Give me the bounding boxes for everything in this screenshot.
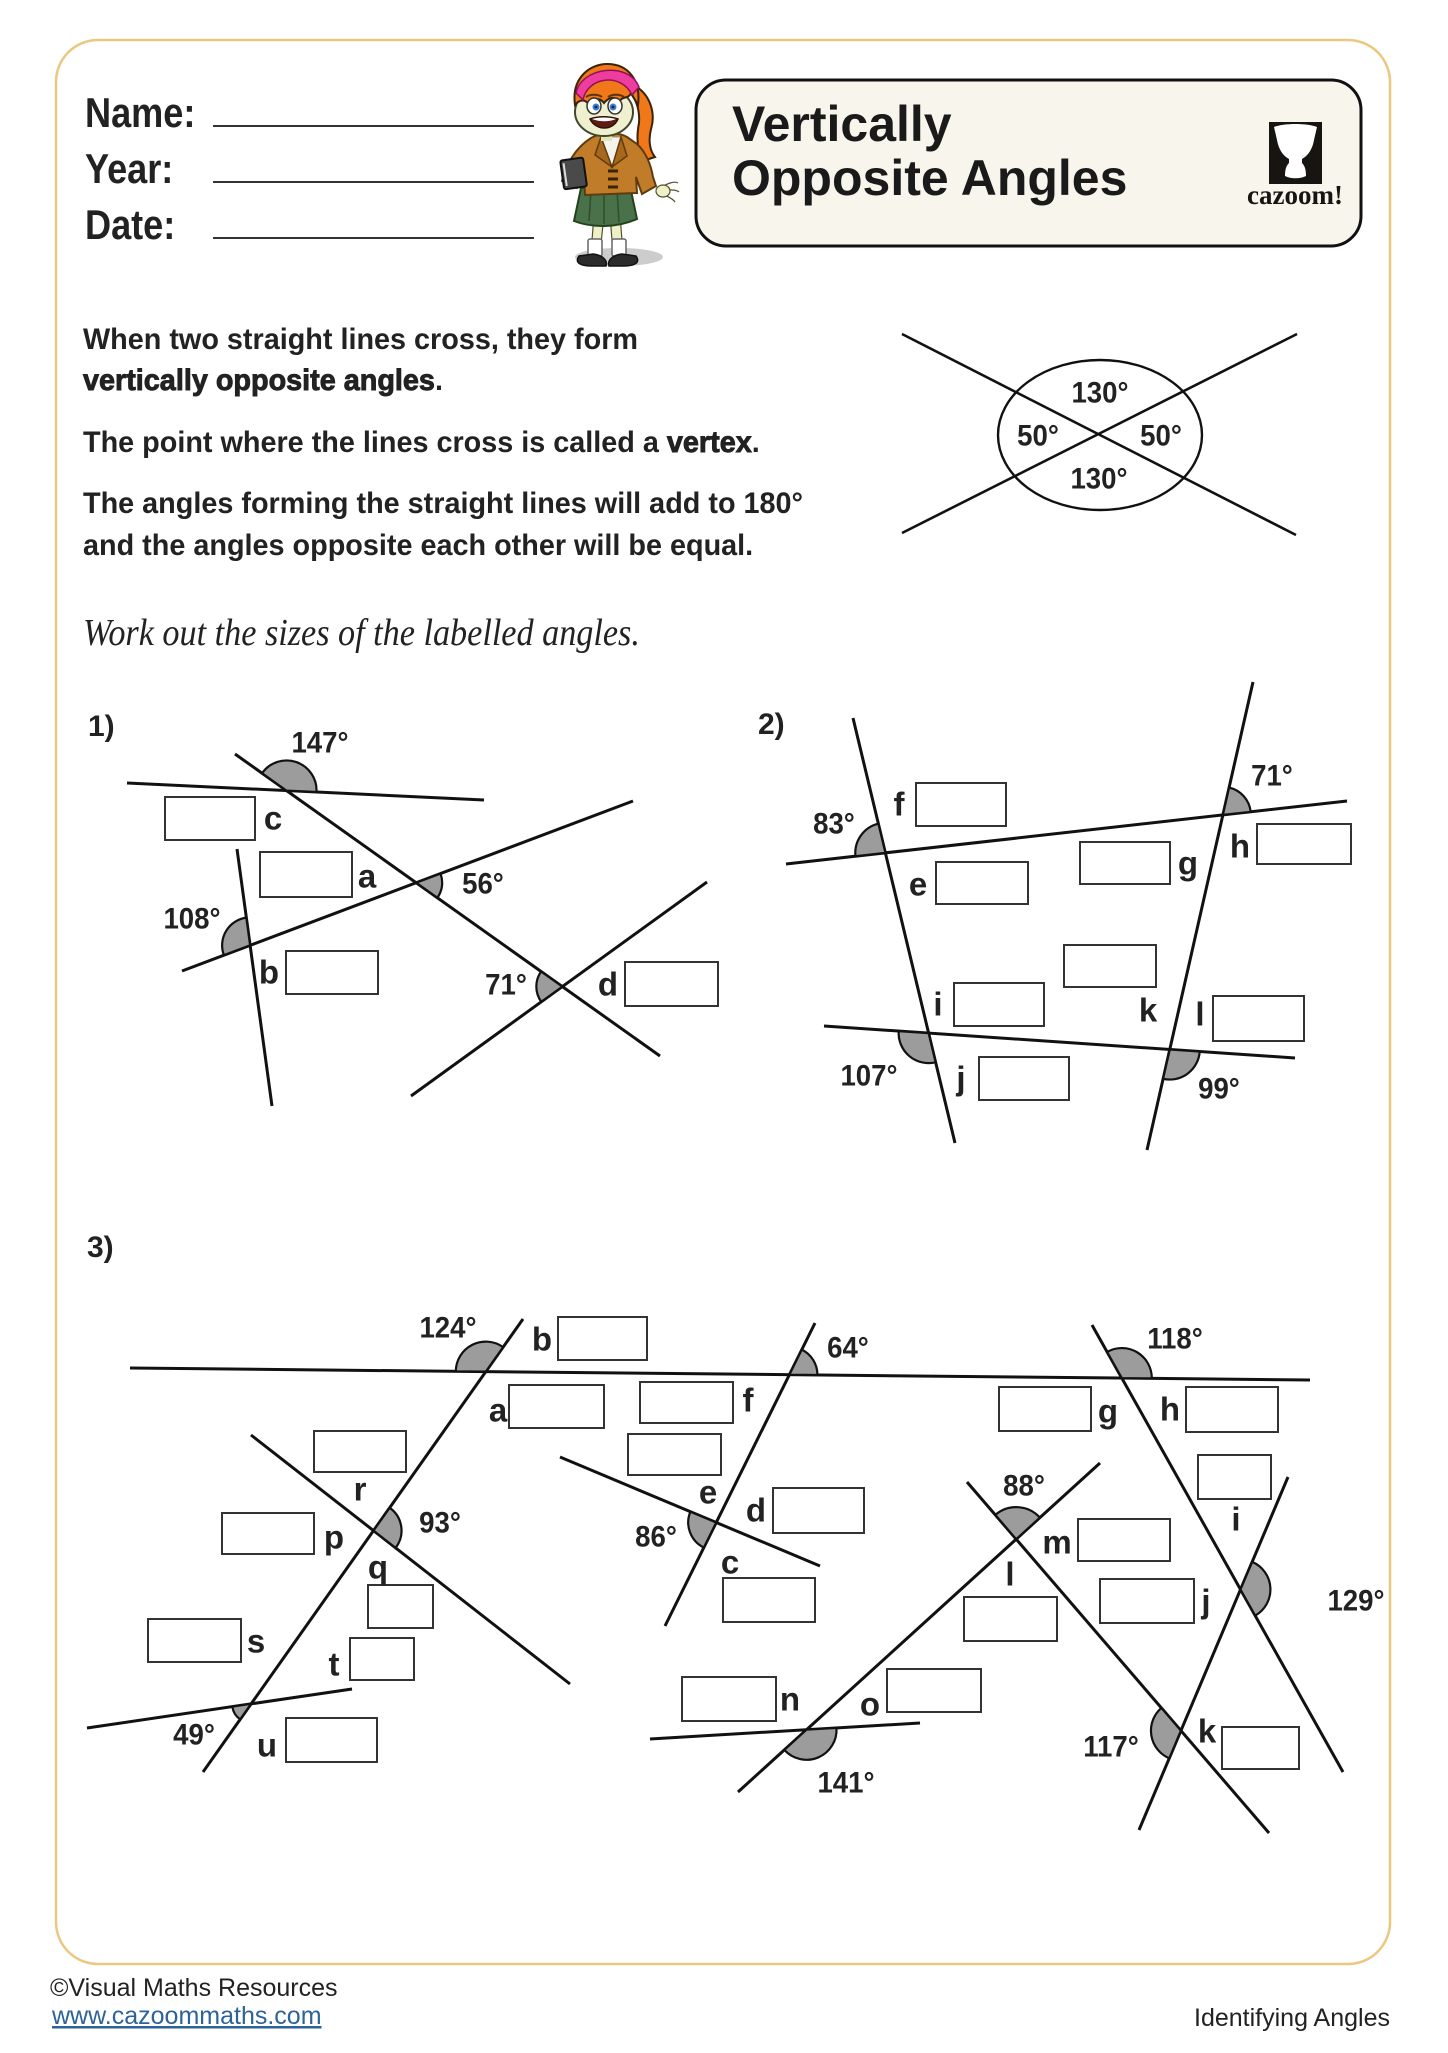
svg-text:71°: 71° xyxy=(485,968,527,1001)
svg-text:Year:: Year: xyxy=(85,147,173,193)
svg-text:u: u xyxy=(257,1727,277,1764)
svg-text:r: r xyxy=(354,1471,367,1508)
svg-text:f: f xyxy=(743,1382,755,1419)
svg-text:j: j xyxy=(1200,1583,1210,1620)
svg-text:88°: 88° xyxy=(1003,1469,1045,1502)
svg-text:c: c xyxy=(264,800,282,837)
svg-text:b: b xyxy=(532,1321,552,1358)
svg-text:The angles forming the straigh: The angles forming the straight lines wi… xyxy=(83,486,803,520)
svg-text:Date:: Date: xyxy=(85,203,175,249)
svg-text:a: a xyxy=(358,858,377,895)
svg-text:o: o xyxy=(860,1686,880,1723)
svg-text:When two straight lines cross,: When two straight lines cross, they form xyxy=(83,322,638,356)
svg-text:i: i xyxy=(1231,1501,1240,1538)
svg-text:e: e xyxy=(909,866,927,903)
svg-text:50°: 50° xyxy=(1140,419,1182,452)
svg-text:t: t xyxy=(329,1646,340,1683)
svg-text:64°: 64° xyxy=(827,1331,869,1364)
svg-text:h: h xyxy=(1160,1391,1180,1428)
svg-text:g: g xyxy=(1178,845,1198,882)
svg-text:The point where the lines cros: The point where the lines cross is calle… xyxy=(83,425,760,459)
svg-text:1): 1) xyxy=(88,710,115,743)
svg-text:49°: 49° xyxy=(173,1718,215,1751)
svg-text:i: i xyxy=(933,986,942,1023)
svg-text:147°: 147° xyxy=(291,726,348,759)
svg-text:c: c xyxy=(721,1544,739,1581)
svg-text:cazoom!: cazoom! xyxy=(1247,180,1343,210)
svg-text:118°: 118° xyxy=(1147,1322,1203,1355)
svg-text:129°: 129° xyxy=(1327,1584,1384,1617)
svg-text:p: p xyxy=(324,1519,344,1556)
svg-text:h: h xyxy=(1230,828,1250,865)
svg-text:83°: 83° xyxy=(813,807,855,840)
svg-text:m: m xyxy=(1042,1524,1071,1561)
svg-text:©Visual Maths Resources: ©Visual Maths Resources xyxy=(50,1974,338,2002)
svg-text:l: l xyxy=(1005,1556,1014,1593)
svg-text:Opposite Angles: Opposite Angles xyxy=(732,150,1127,206)
svg-text:117°: 117° xyxy=(1083,1730,1139,1763)
svg-text:d: d xyxy=(746,1492,766,1529)
svg-text:86°: 86° xyxy=(635,1520,677,1553)
svg-text:71°: 71° xyxy=(1251,759,1293,792)
svg-text:l: l xyxy=(1195,996,1204,1033)
svg-text:141°: 141° xyxy=(817,1766,874,1799)
svg-text:108°: 108° xyxy=(163,902,220,935)
svg-text:s: s xyxy=(247,1623,265,1660)
svg-text:2): 2) xyxy=(758,708,785,741)
svg-text:g: g xyxy=(1098,1393,1118,1430)
svg-text:f: f xyxy=(894,786,906,823)
svg-text:a: a xyxy=(489,1392,508,1429)
svg-text:n: n xyxy=(780,1681,800,1718)
svg-text:3): 3) xyxy=(87,1231,114,1264)
svg-text:www.cazoommaths.com: www.cazoommaths.com xyxy=(51,2002,322,2030)
svg-text:130°: 130° xyxy=(1071,376,1128,409)
svg-text:Identifying Angles: Identifying Angles xyxy=(1194,2004,1390,2032)
svg-text:Work out the sizes of the labe: Work out the sizes of the labelled angle… xyxy=(83,611,640,653)
svg-text:Vertically: Vertically xyxy=(732,96,952,152)
svg-text:vertically opposite angles.: vertically opposite angles. xyxy=(83,363,443,397)
svg-text:q: q xyxy=(368,1549,388,1586)
svg-text:k: k xyxy=(1139,992,1158,1029)
svg-text:j: j xyxy=(955,1060,965,1097)
svg-text:50°: 50° xyxy=(1017,419,1059,452)
svg-text:d: d xyxy=(598,966,618,1003)
svg-text:107°: 107° xyxy=(840,1059,897,1092)
svg-text:k: k xyxy=(1198,1713,1217,1750)
svg-text:99°: 99° xyxy=(1198,1072,1240,1105)
svg-text:124°: 124° xyxy=(419,1311,476,1344)
svg-text:56°: 56° xyxy=(462,867,504,900)
svg-text:Name:: Name: xyxy=(85,91,195,137)
svg-text:and the angles opposite each o: and the angles opposite each other will … xyxy=(83,528,753,562)
svg-text:b: b xyxy=(259,954,279,991)
svg-text:93°: 93° xyxy=(419,1506,461,1539)
svg-text:e: e xyxy=(699,1474,717,1511)
svg-text:130°: 130° xyxy=(1070,462,1127,495)
